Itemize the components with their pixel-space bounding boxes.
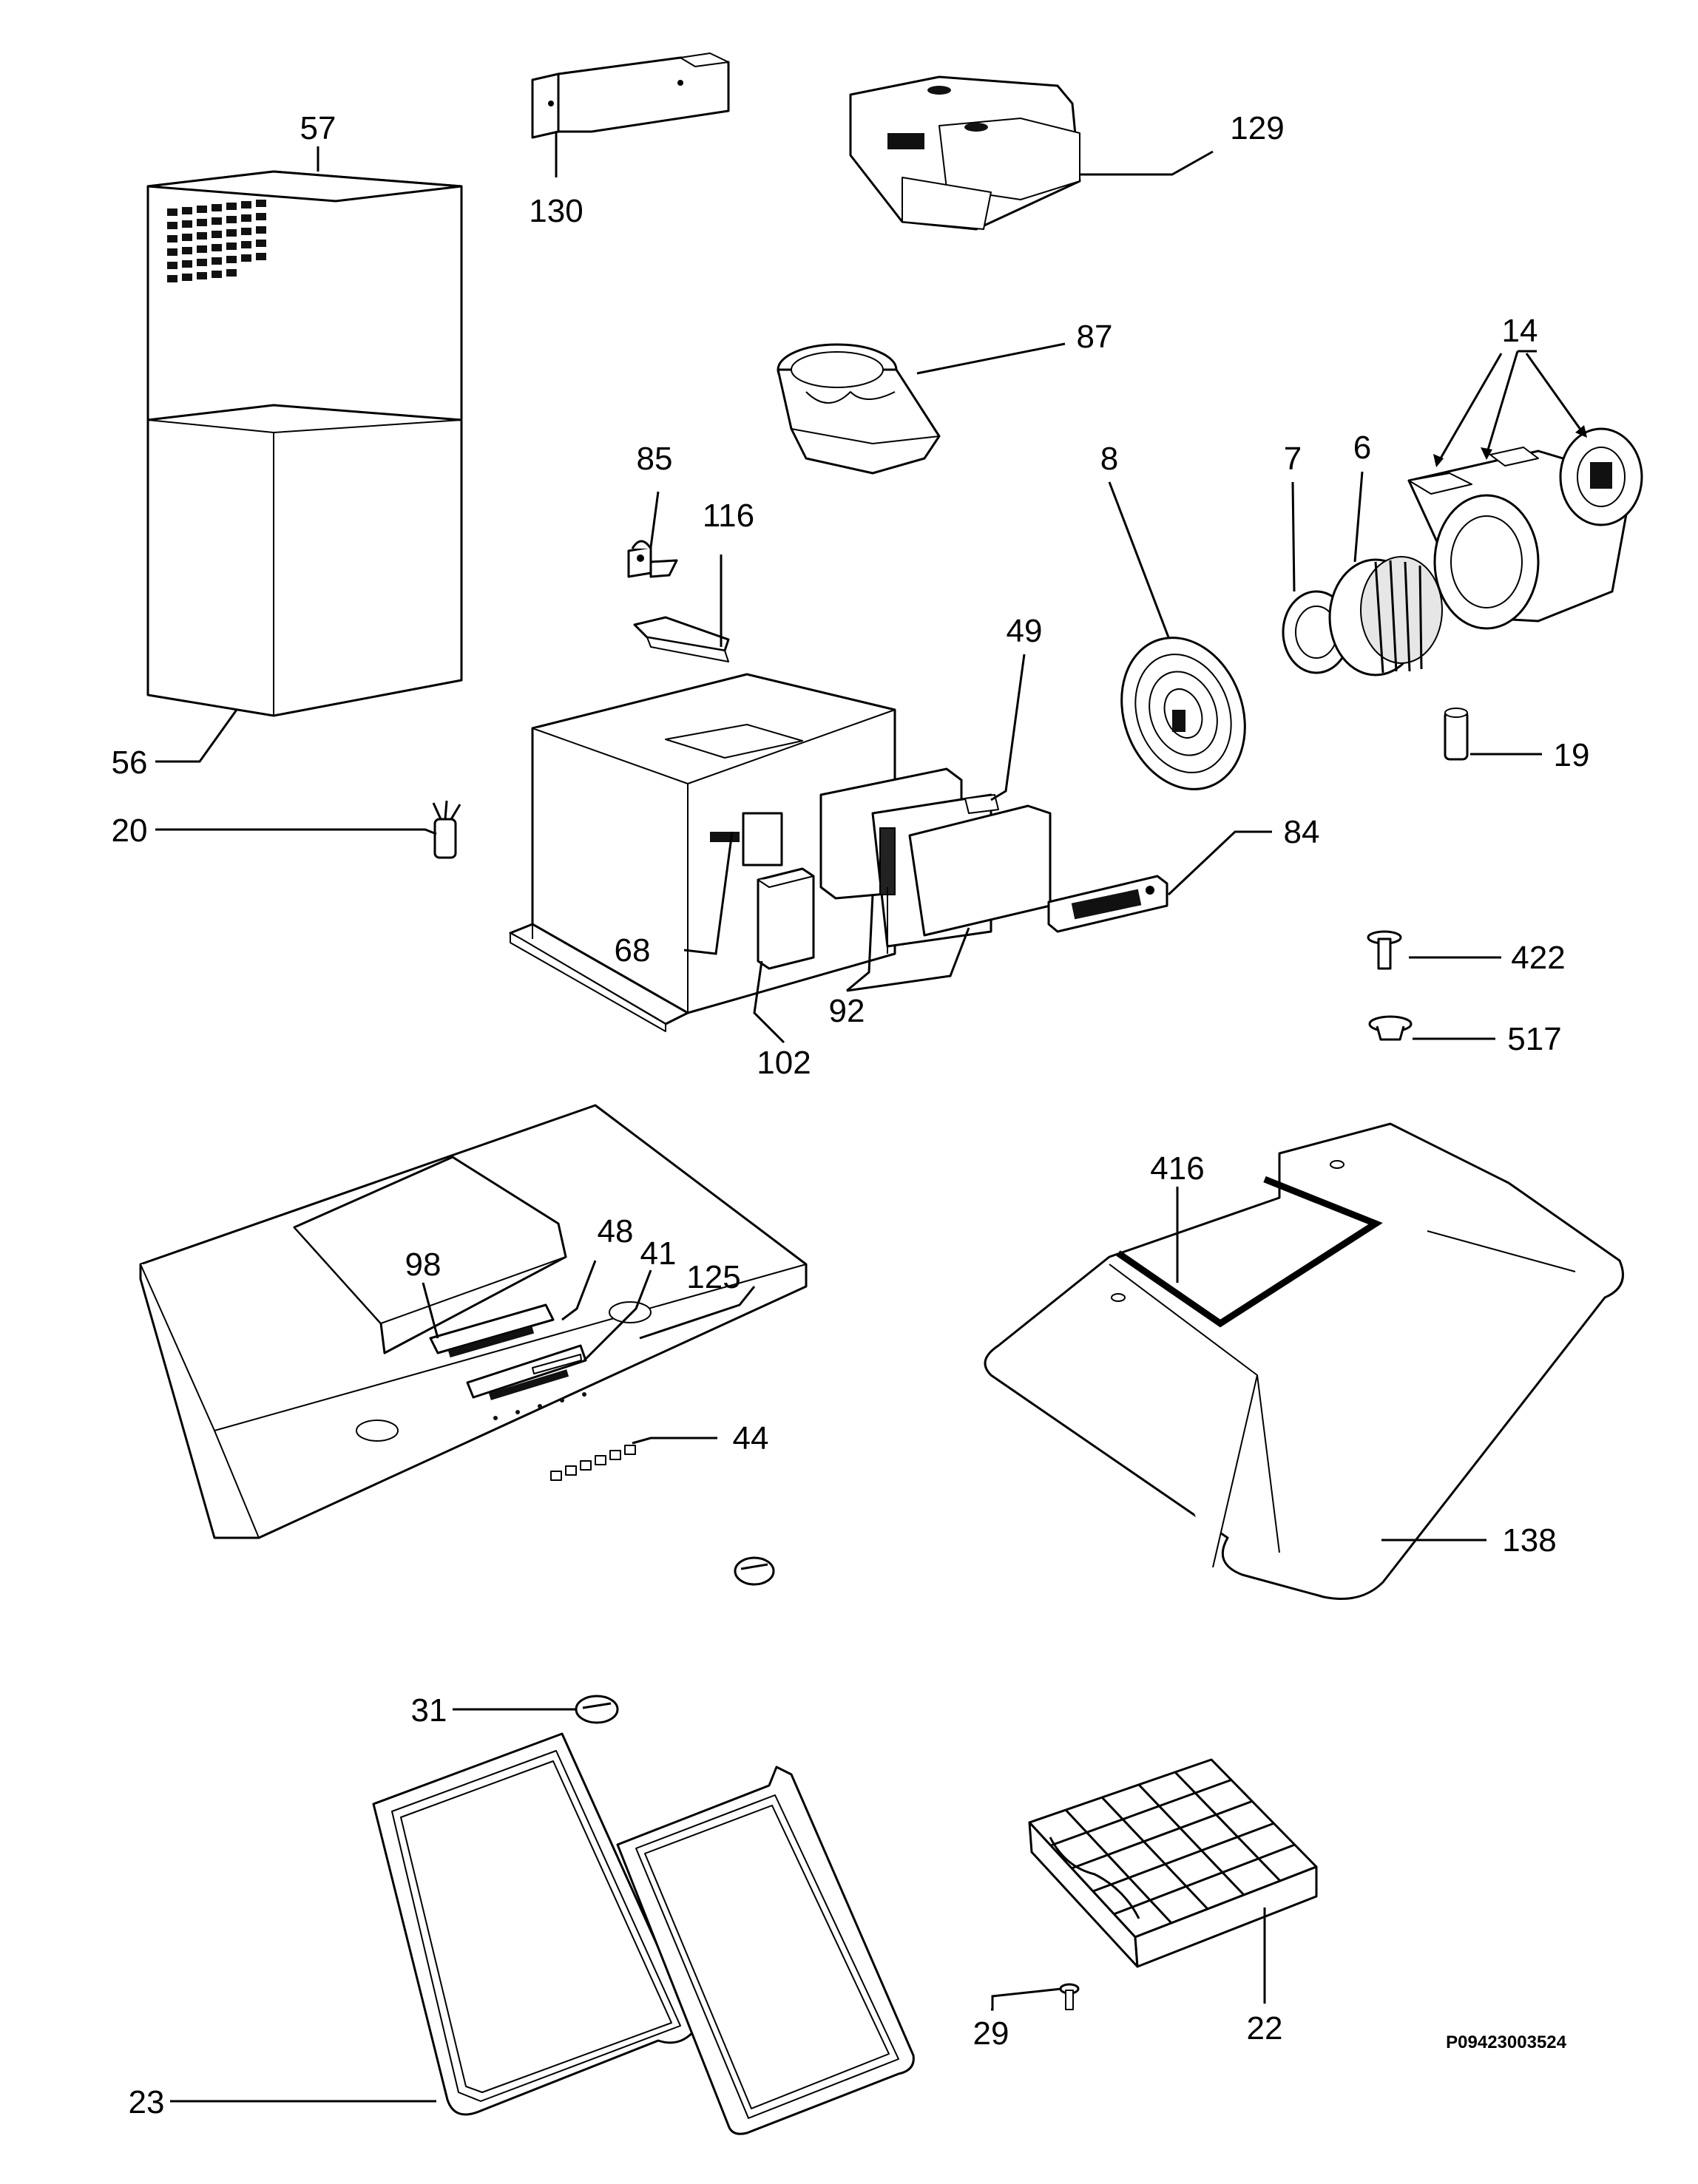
fan-housing-part: [1407, 427, 1643, 630]
air-outlet-part: [849, 75, 1081, 231]
grease-filter-part: [372, 1732, 697, 2116]
part-labels: 57 130 129 87 14 85 116 8 7 6 49 56 19 2…: [112, 110, 1590, 2120]
chimney-upper-part: [146, 170, 463, 421]
label-130: 130: [529, 193, 583, 229]
label-14: 14: [1502, 313, 1538, 349]
leader-lines: [155, 132, 1587, 2103]
mounting-bracket-part: [531, 52, 730, 139]
label-56: 56: [112, 745, 148, 781]
label-125: 125: [686, 1259, 740, 1295]
switch-board-part: [1047, 875, 1168, 933]
label-102: 102: [757, 1045, 811, 1081]
screw-part-422: [1367, 930, 1402, 970]
label-98: 98: [405, 1247, 442, 1283]
label-517: 517: [1507, 1021, 1561, 1057]
buttons-part: [550, 1445, 636, 1481]
filter-panel-part-49: [964, 794, 999, 814]
label-92: 92: [829, 993, 865, 1029]
label-7: 7: [1284, 441, 1302, 477]
control-box-part-102: [757, 867, 815, 970]
label-85: 85: [637, 441, 673, 477]
cap-part-517: [1368, 1015, 1413, 1041]
label-23: 23: [129, 2084, 165, 2120]
hood-canopy-part: [139, 1104, 808, 1539]
knob-part: [734, 1556, 775, 1586]
clip-part-116: [633, 616, 730, 662]
label-87: 87: [1077, 319, 1113, 355]
label-57: 57: [300, 110, 336, 146]
glass-canopy-part: [984, 1122, 1624, 1600]
label-31: 31: [411, 1692, 447, 1729]
label-19: 19: [1554, 737, 1590, 773]
carbon-filter-part: [1028, 1758, 1318, 1968]
label-68: 68: [615, 932, 651, 969]
clip-part-85: [627, 540, 678, 578]
label-29: 29: [973, 2015, 1009, 2052]
label-44: 44: [733, 1420, 769, 1456]
label-422: 422: [1511, 940, 1565, 976]
circuit-board-part-92: [819, 767, 1052, 954]
label-6: 6: [1353, 430, 1371, 466]
grease-filter-part-2: [616, 1766, 915, 2135]
label-416: 416: [1150, 1150, 1204, 1187]
label-116: 116: [703, 498, 754, 534]
knob-part-31: [575, 1695, 619, 1724]
capacitor-part: [1444, 708, 1469, 761]
fan-plate-part: [1120, 637, 1246, 790]
label-49: 49: [1007, 613, 1043, 649]
label-41: 41: [640, 1235, 677, 1272]
label-84: 84: [1284, 814, 1320, 850]
impeller-part: [1328, 556, 1443, 676]
label-48: 48: [598, 1213, 634, 1249]
label-20: 20: [112, 813, 148, 849]
duct-adaptor-part: [777, 343, 941, 475]
label-8: 8: [1100, 441, 1118, 477]
screw-part-29: [1059, 1983, 1080, 2010]
drawing-code: P09423003524: [1446, 2032, 1566, 2052]
wire-connector-part: [432, 800, 461, 859]
label-129: 129: [1230, 110, 1284, 146]
label-22: 22: [1247, 2010, 1283, 2046]
chimney-lower-part: [146, 404, 463, 717]
label-138: 138: [1502, 1522, 1556, 1559]
